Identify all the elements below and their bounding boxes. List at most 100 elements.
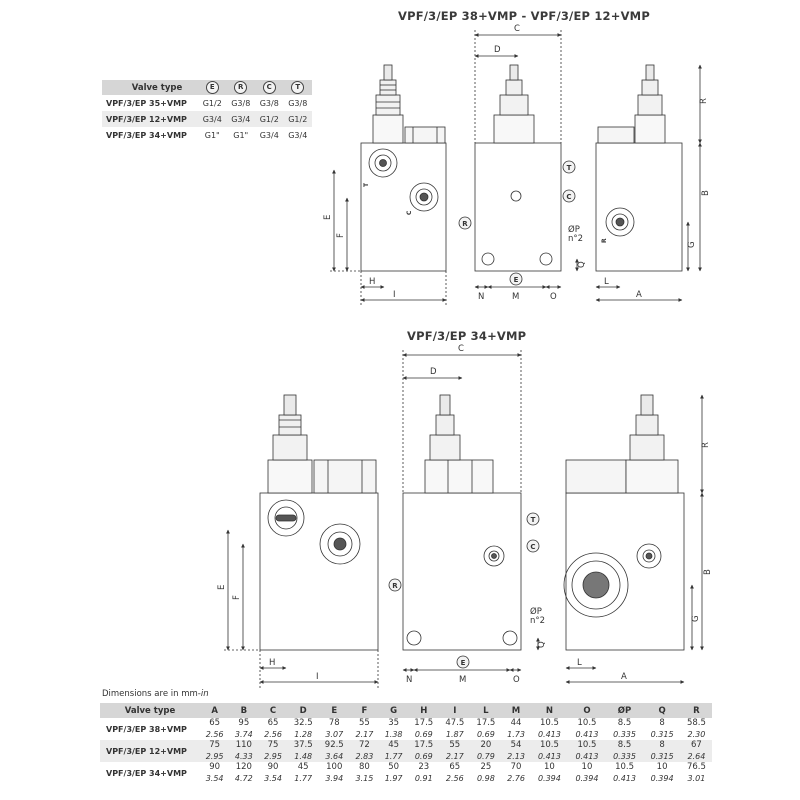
dim-value-mm: 25: [480, 762, 492, 772]
port-table-cell: G1": [204, 130, 220, 140]
dim-header-col: ØP: [605, 703, 644, 718]
port-table-header: Valve type E R C T: [102, 80, 312, 95]
dim-value-in: 0.335: [613, 730, 636, 739]
port-table-cell: G3/4: [259, 130, 279, 140]
dim-header-col: M: [501, 703, 531, 718]
dim-value-mm: 55: [449, 740, 461, 750]
dim-value-mm: 32.5: [293, 718, 313, 728]
dim-value-mm: 90: [267, 762, 279, 772]
dim-value-in: 1.87: [445, 730, 464, 739]
dim-value-mm: 54: [510, 740, 522, 750]
port-marker-c: C: [526, 539, 540, 553]
dim-label-n: N: [406, 675, 412, 685]
dim-header-col: C: [258, 703, 288, 718]
dim-cell: 10 0.394: [531, 762, 569, 784]
dim-value-in: 0.69: [476, 730, 495, 739]
dim-label-p: ØP: [530, 606, 542, 617]
dim-value-in: 2.64: [687, 752, 706, 761]
dim-value-in: 0.335: [613, 752, 636, 761]
dim-value-mm: 92.5: [324, 740, 344, 750]
bottom-right-view: [563, 394, 704, 684]
dim-label-l: L: [577, 658, 582, 668]
dimensions-caption: Dimensions are in mm-in: [102, 689, 209, 699]
dim-header-valve-type: Valve type: [100, 703, 200, 718]
port-marker-r: R: [458, 216, 472, 230]
dim-value-in: 2.95: [264, 752, 282, 761]
port-table-header-r: R: [226, 80, 255, 95]
dim-value-in: 0.413: [575, 730, 599, 739]
bottom-drawing-title: VPF/3/EP 34+VMP: [407, 329, 527, 343]
dim-value-in: 0.394: [537, 774, 561, 783]
port-table-cell: G1/2: [283, 111, 312, 127]
dim-value-mm: 47.5: [445, 718, 465, 728]
port-table-row-name: VPF/3/EP 34+VMP: [106, 130, 187, 140]
port-table-header-c: C: [255, 80, 284, 95]
dim-value-in: 0.394: [650, 774, 674, 783]
dim-value-in: 0.413: [613, 774, 636, 783]
dim-label-p: ØP: [568, 224, 580, 235]
dim-value-in: 2.56: [264, 730, 282, 739]
dim-value-in: 1.48: [294, 752, 313, 761]
svg-text:T: T: [567, 164, 572, 172]
dim-cell: 47.5 1.87: [439, 718, 470, 740]
dim-label-o: O: [513, 675, 520, 685]
dim-label-a: A: [621, 672, 627, 682]
dim-value-in: 0.413: [575, 752, 599, 761]
port-table-cell: G1/2: [255, 111, 284, 127]
dim-value-in: 2.56: [445, 774, 464, 783]
port-size-table: Valve type E R C T VPF/3/EP 35+VMP G1/2 …: [102, 80, 312, 143]
dim-value-in: 3.54: [264, 774, 282, 783]
dim-value-in: 1.38: [384, 730, 403, 739]
dim-label-b: B: [701, 190, 711, 196]
dim-value-mm: 35: [388, 718, 400, 728]
dim-value-mm: 10.5: [539, 740, 559, 750]
dim-value-mm: 8.5: [617, 718, 632, 728]
dim-label-i: I: [316, 672, 319, 682]
port-table-cell: G3/4: [288, 130, 308, 140]
dim-value-in: 0.69: [414, 752, 433, 761]
dim-value-in: 1.77: [384, 752, 403, 761]
port-marker-c: C: [562, 189, 576, 203]
dim-header-col: G: [379, 703, 409, 718]
dim-value-mm: 8: [659, 718, 665, 728]
dim-cell: 92.5 3.64: [318, 740, 350, 762]
bottom-front-view: [224, 394, 379, 688]
dim-value-mm: 45: [388, 740, 400, 750]
dim-value-mm: 100: [326, 762, 343, 772]
dim-header-col: B: [229, 703, 259, 718]
svg-text:C: C: [406, 210, 413, 215]
dim-value-mm: 37.5: [293, 740, 313, 750]
port-table-cell: G3/4: [226, 111, 255, 127]
dim-value-in: 0.79: [476, 752, 495, 761]
dim-value-mm: 10: [543, 762, 555, 772]
dim-value-in: 0.91: [414, 774, 433, 783]
dim-header-col: I: [439, 703, 471, 718]
port-table-cell: G3/8: [288, 98, 308, 108]
port-table-cell: G3/8: [231, 98, 251, 108]
dim-label-d: D: [430, 367, 437, 377]
dim-value-in: 3.64: [325, 752, 344, 761]
technical-drawings: C D R B G E F H I L A N M O Q ØP n°2 C D…: [217, 24, 713, 688]
dim-value-in: 3.15: [355, 774, 374, 783]
